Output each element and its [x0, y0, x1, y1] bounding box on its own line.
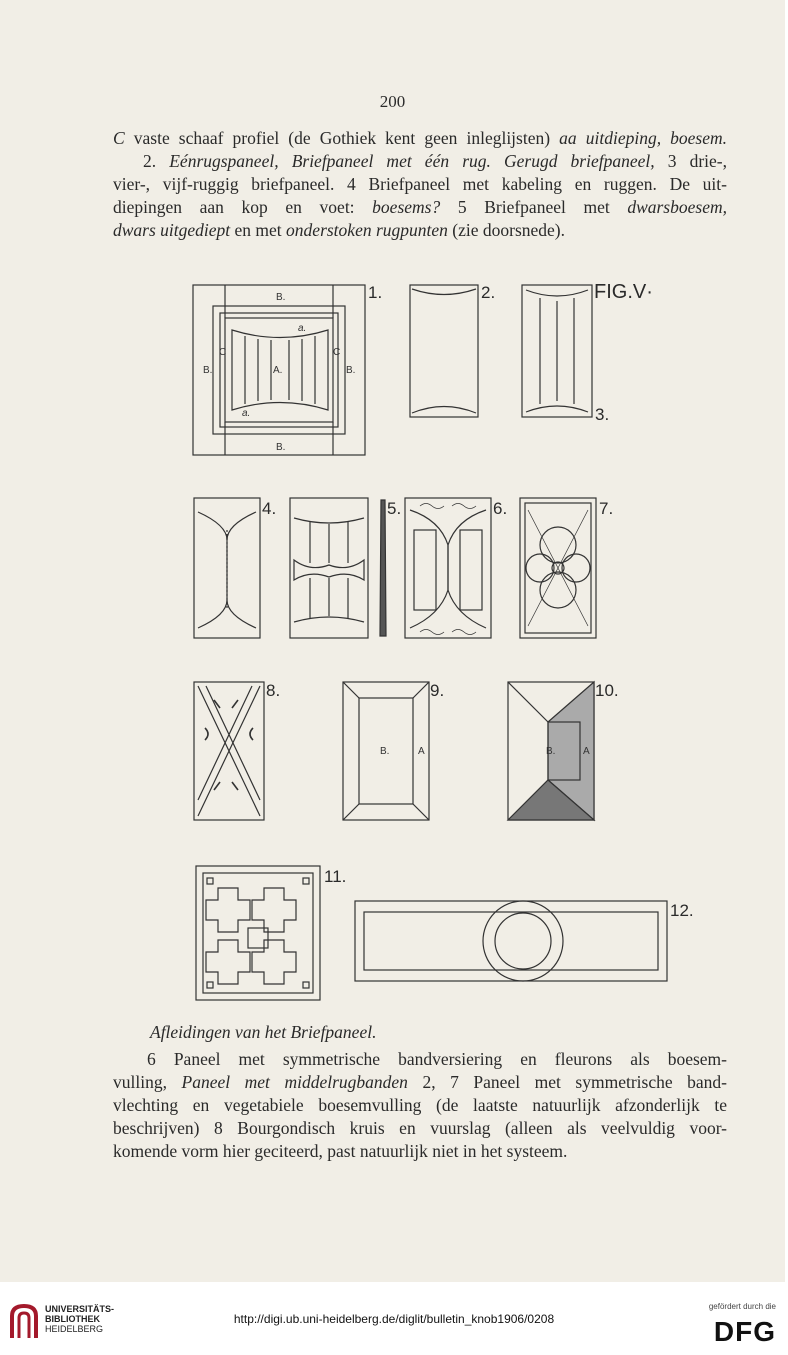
p1-l5-a: dwars uitgediept: [113, 220, 231, 240]
permalink-url[interactable]: http://digi.ub.uni-heidelberg.de/diglit/…: [233, 1312, 555, 1326]
p1-line-1: C vaste schaaf profiel (de Gothiek kent …: [113, 127, 727, 150]
panel-7: [519, 497, 597, 639]
panel-2: [409, 284, 479, 418]
panel-9: [342, 681, 430, 821]
p2-l2-a: vulling,: [113, 1072, 182, 1092]
p1-l4-d: dwarsboesem,: [627, 197, 727, 217]
panel-6: [404, 497, 492, 639]
p1-label-alpha-top: a.: [298, 323, 306, 334]
p1-line-4: diepingen aan kop en voet: boesems? 5 Br…: [113, 196, 727, 219]
ub-heidelberg-logo-icon: [10, 1303, 38, 1338]
panel-4: [193, 497, 261, 639]
figure-caption: Afleidingen van het Briefpaneel.: [150, 1022, 377, 1042]
p1-l5-c: onderstoken rugpunten: [286, 220, 448, 240]
p2-line-2: vulling, Paneel met middelrugbanden 2, 7…: [113, 1071, 727, 1094]
num-9: 9.: [430, 681, 444, 700]
num-10: 10.: [595, 681, 619, 700]
scanned-page: 200 C vaste schaaf profiel (de Gothiek k…: [0, 0, 785, 1282]
p1-line-3: vier-, vijf-ruggig briefpaneel. 4 Briefp…: [113, 174, 727, 194]
p1-l2-a: 2.: [143, 151, 170, 171]
num-5: 5.: [387, 499, 401, 518]
num-1: 1.: [368, 283, 382, 302]
p1-label-b-bottom: B.: [276, 442, 285, 453]
p2-l2-b: Paneel met middelrugbanden: [181, 1072, 408, 1092]
p1-label-c-right: C: [333, 347, 340, 358]
p2-line-5: komende vorm hier geciteerd, past natuur…: [113, 1141, 568, 1161]
p2-l2-c: 2, 7 Paneel met symmetrische band-: [407, 1072, 727, 1092]
p1-label-b-right: B.: [346, 365, 355, 376]
num-8: 8.: [266, 681, 280, 700]
panel-3: [521, 284, 593, 418]
panel-10: [506, 680, 596, 822]
p9-label-b: B.: [380, 746, 389, 757]
num-4: 4.: [262, 499, 276, 518]
paragraph-1: C vaste schaaf profiel (de Gothiek kent …: [113, 127, 727, 242]
library-line-1: UNIVERSITÄTS-: [45, 1304, 115, 1314]
p2-line-4: beschrijven) 8 Bourgondisch kruis en vuu…: [113, 1118, 727, 1138]
num-12: 12.: [670, 901, 694, 920]
p1-label-a: A.: [273, 365, 282, 376]
p1-label-b-top: B.: [276, 292, 285, 303]
p1-l5-b: en met: [230, 220, 287, 240]
p1-l4-c: 5 Briefpaneel met: [440, 197, 628, 217]
num-7: 7.: [599, 499, 613, 518]
p1-l4-a: diepingen aan kop en voet:: [113, 197, 373, 217]
funded-by-note: gefördert durch die: [708, 1302, 776, 1311]
num-3: 3.: [595, 405, 609, 424]
p2-line-1: 6 Paneel met symmetrische bandversiering…: [147, 1049, 727, 1069]
p1-label-b-left: B.: [203, 365, 212, 376]
p1-label-alpha-bottom: a.: [242, 408, 250, 419]
num-11: 11.: [324, 867, 346, 886]
library-line-2: BIBLIOTHEK: [45, 1314, 100, 1324]
p10-label-b: B.: [546, 746, 555, 757]
panel-4-ribbed: [289, 497, 369, 639]
footer-bar: UNIVERSITÄTS- BIBLIOTHEK HEIDELBERG http…: [0, 1282, 788, 1355]
p1-l1-c: aa uitdieping, boesem.: [559, 128, 728, 148]
num-2: 2.: [481, 283, 495, 302]
library-line-3: HEIDELBERG: [45, 1324, 104, 1334]
p10-label-a: A: [583, 746, 590, 757]
fig-label: FIG.V·: [594, 281, 653, 303]
dfg-logo: DFG: [713, 1316, 776, 1347]
p1-l4-b: boesems?: [372, 197, 441, 217]
p1-line-5: dwars uitgediept en met onderstoken rugp…: [113, 219, 727, 242]
panel-12: [354, 900, 668, 982]
section-5: [379, 499, 387, 637]
library-name: UNIVERSITÄTS- BIBLIOTHEK HEIDELBERG: [45, 1304, 114, 1334]
paragraph-2: 6 Paneel met symmetrische bandversiering…: [113, 1048, 727, 1163]
panel-8: [193, 681, 265, 821]
panel-11: [195, 865, 321, 1001]
p1-l1-b: vaste schaaf profiel (de Gothiek kent ge…: [124, 128, 560, 148]
page-number: 200: [379, 92, 406, 111]
p1-l2-b: Eénrugspaneel, Briefpaneel met één rug. …: [169, 151, 655, 171]
p9-label-a: A: [418, 746, 425, 757]
num-6: 6.: [493, 499, 507, 518]
p1-label-c-left: C: [219, 347, 226, 358]
p1-line-2: 2. Eénrugspaneel, Briefpaneel met één ru…: [113, 150, 727, 173]
p1-l1-a: C: [113, 128, 125, 148]
p2-line-3: vlechting en vegetabiele boesemvulling (…: [113, 1095, 727, 1115]
figure-v-panels: B. B. B. B. A. a. a. C C: [192, 281, 694, 1001]
panel-1: [192, 284, 366, 456]
p1-l5-d: (zie doorsnede).: [447, 220, 566, 240]
p1-l2-c: 3 drie-,: [654, 151, 727, 171]
